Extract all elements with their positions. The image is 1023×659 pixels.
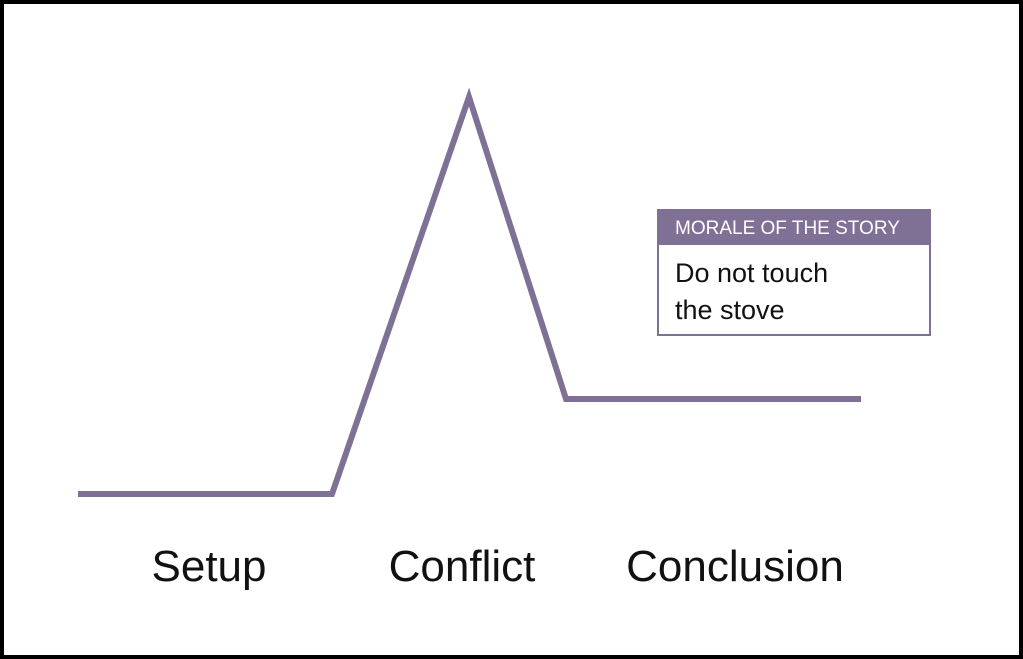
- callout-body: Do not touch the stove: [659, 245, 929, 329]
- label-setup: Setup: [151, 542, 267, 591]
- label-conclusion: Conclusion: [626, 542, 844, 591]
- moral-callout: MORALE OF THE STORY Do not touch the sto…: [657, 209, 931, 336]
- callout-line-1: Do not touch: [675, 258, 829, 288]
- callout-line-2: the stove: [675, 295, 785, 325]
- label-conflict: Conflict: [388, 542, 536, 591]
- story-arc-line: [78, 87, 861, 497]
- callout-title: MORALE OF THE STORY: [659, 211, 929, 245]
